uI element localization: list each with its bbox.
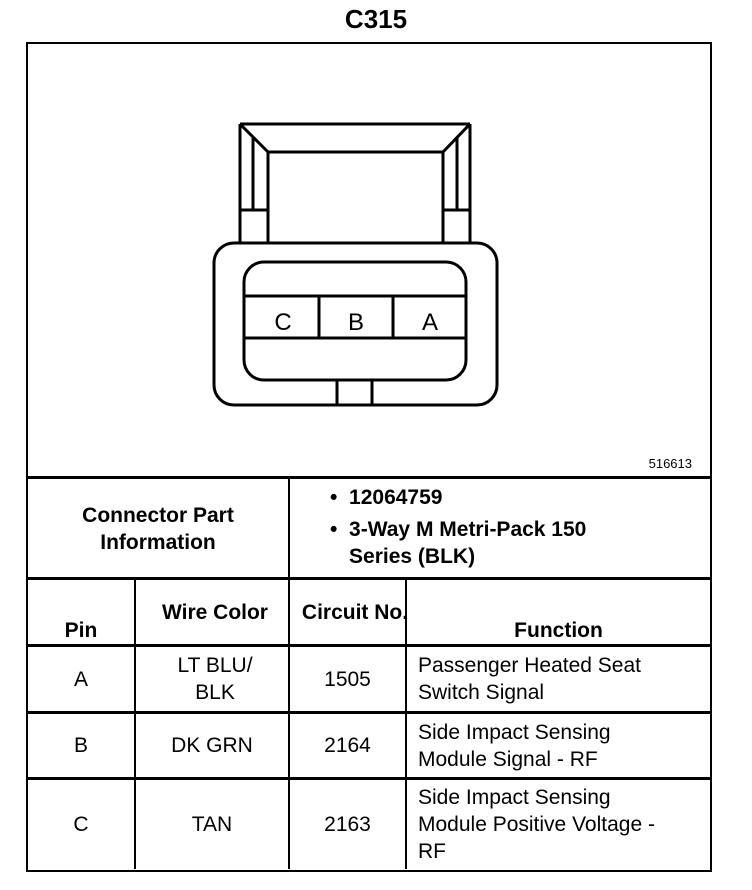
connector-frame: [26, 42, 712, 872]
header-wire-color: Wire Color: [162, 600, 268, 624]
row-b-circuit: 2164: [324, 734, 371, 757]
connector-lock-frame: [238, 122, 472, 243]
row-a-function: Passenger Heated Seat Switch Signal: [418, 654, 641, 704]
connector-title: C315: [344, 4, 408, 34]
row-c-function: Side Impact Sensing Module Positive Volt…: [418, 785, 655, 863]
part-number: • 12064759: [330, 485, 443, 509]
row-a-pin: A: [73, 667, 88, 691]
part-description: • 3-Way M Metri-Pack 150 Series (BLK): [330, 516, 630, 574]
row-b-pin: B: [73, 734, 88, 757]
cavity-label-c: C: [274, 309, 291, 336]
figure-number: 516613: [648, 456, 692, 471]
row-a-wire-color: LT BLU/ BLK: [177, 654, 253, 704]
header-circuit: Circuit No.: [301, 600, 409, 624]
row-b-function: Side Impact Sensing Module Signal - RF: [418, 720, 611, 771]
part-description-text: 3-Way M Metri-Pack 150 Series (BLK): [349, 518, 587, 568]
connector-face-diagram: C B A: [212, 122, 499, 407]
row-c-pin: C: [73, 812, 89, 836]
row-c-circuit: 2163: [324, 812, 371, 836]
connector-body: [212, 241, 499, 407]
row-b-wire-color: DK GRN: [171, 734, 253, 757]
header-pin: Pin: [64, 619, 98, 642]
cavity-label-a: A: [422, 309, 438, 336]
cavity-label-b: B: [348, 309, 364, 336]
connector-cavity-block: [242, 260, 468, 382]
part-number-text: 12064759: [349, 485, 443, 509]
header-function: Function: [514, 619, 603, 642]
row-a-circuit: 1505: [324, 667, 371, 691]
part-info-label: Connector Part Information: [82, 503, 234, 554]
row-c-wire-color: TAN: [191, 812, 233, 836]
